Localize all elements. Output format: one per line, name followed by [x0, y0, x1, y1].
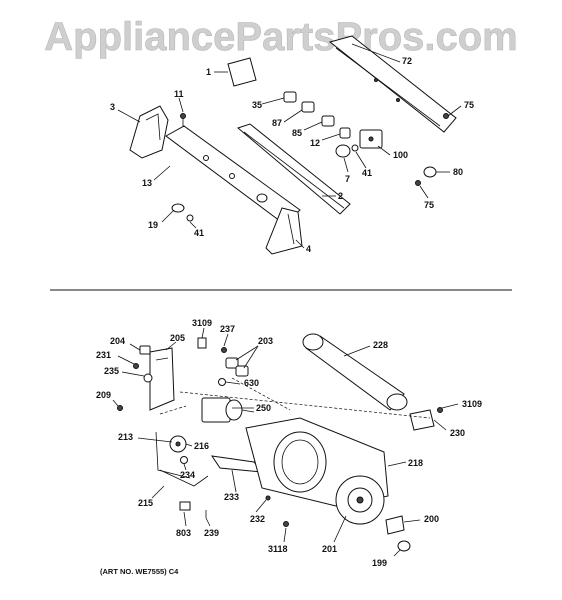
label-7: 7 — [345, 174, 350, 184]
part-213-idler-arm[interactable] — [155, 431, 191, 479]
part-203-thermostats[interactable] — [225, 357, 249, 377]
label-1: 1 — [206, 67, 211, 77]
part-630-connector[interactable] — [218, 378, 226, 386]
label-75-top: 75 — [464, 100, 474, 110]
label-3: 3 — [110, 102, 115, 112]
part-75-screw-top[interactable] — [443, 113, 449, 119]
part-41-clip-top[interactable] — [351, 144, 359, 152]
part-216-pulley[interactable] — [169, 435, 187, 453]
label-13: 13 — [142, 178, 152, 188]
part-100-timer[interactable] — [359, 129, 383, 149]
label-803: 803 — [176, 528, 191, 538]
part-230-bracket[interactable] — [409, 409, 435, 431]
label-41-bottom: 41 — [194, 228, 204, 238]
label-228: 228 — [373, 340, 388, 350]
part-232-screw[interactable] — [265, 495, 271, 501]
part-235-clamp[interactable] — [143, 373, 153, 383]
assembly-dashed-lines — [159, 377, 431, 419]
label-213: 213 — [118, 432, 133, 442]
part-4-end-cap[interactable] — [265, 207, 303, 255]
label-239: 239 — [204, 528, 219, 538]
part-87-switch[interactable] — [301, 101, 315, 113]
label-80: 80 — [453, 167, 463, 177]
part-201-blower-wheel[interactable] — [335, 475, 385, 525]
part-205-bracket[interactable] — [149, 347, 175, 411]
part-13-control-panel[interactable] — [165, 125, 301, 225]
label-205: 205 — [170, 333, 185, 343]
part-3-end-cap[interactable] — [129, 105, 169, 159]
label-203: 203 — [258, 336, 273, 346]
part-231-screw[interactable] — [133, 363, 139, 369]
label-237: 237 — [220, 324, 235, 334]
part-234-nut[interactable] — [180, 456, 188, 464]
label-85: 85 — [292, 128, 302, 138]
part-80-switch[interactable] — [423, 166, 437, 178]
label-233: 233 — [224, 492, 239, 502]
part-1-card[interactable] — [227, 57, 257, 87]
part-3109-screw-right[interactable] — [437, 407, 443, 413]
label-630: 630 — [244, 378, 259, 388]
label-215: 215 — [138, 498, 153, 508]
part-41-clip-bottom[interactable] — [186, 214, 194, 222]
part-35-switch[interactable] — [283, 91, 297, 103]
part-228-duct[interactable] — [302, 333, 408, 411]
part-3109-screw-top[interactable] — [197, 337, 207, 349]
label-12: 12 — [310, 138, 320, 148]
label-250: 250 — [256, 403, 271, 413]
label-209: 209 — [96, 390, 111, 400]
part-215-belt[interactable] — [159, 469, 209, 487]
part-19-indicator[interactable] — [171, 203, 185, 213]
label-201: 201 — [322, 544, 337, 554]
label-3118: 3118 — [268, 544, 288, 554]
label-204: 204 — [110, 336, 125, 346]
part-2-panel-support[interactable] — [236, 123, 351, 215]
part-803-clip[interactable] — [179, 501, 191, 511]
part-85-switch[interactable] — [321, 115, 335, 127]
part-12-switch[interactable] — [339, 127, 351, 139]
art-number: (ART NO. WE7555) C4 — [100, 567, 179, 576]
label-199: 199 — [372, 558, 387, 568]
label-87: 87 — [272, 118, 282, 128]
label-235: 235 — [104, 366, 119, 376]
part-209-screw[interactable] — [117, 405, 123, 411]
label-19: 19 — [148, 220, 158, 230]
label-234: 234 — [180, 470, 195, 480]
label-3109-right: 3109 — [462, 399, 482, 409]
label-72: 72 — [402, 56, 412, 66]
part-75-screw-bottom[interactable] — [415, 180, 421, 186]
label-3109-top: 3109 — [192, 318, 212, 328]
part-7-knob[interactable] — [335, 144, 351, 158]
part-199-bearing[interactable] — [397, 540, 411, 552]
label-218: 218 — [408, 458, 423, 468]
watermark: AppliancePartsPros.com — [44, 15, 518, 59]
label-231: 231 — [96, 350, 111, 360]
label-232: 232 — [250, 514, 265, 524]
label-41-top: 41 — [362, 168, 372, 178]
label-200: 200 — [424, 514, 439, 524]
label-216: 216 — [194, 441, 209, 451]
bottom-leader-lines — [112, 327, 459, 557]
label-35: 35 — [252, 100, 262, 110]
top-leader-lines — [117, 43, 462, 249]
label-2: 2 — [338, 191, 343, 201]
part-204-clip[interactable] — [139, 345, 151, 355]
part-11-screw[interactable] — [180, 113, 186, 127]
label-230: 230 — [450, 428, 465, 438]
part-250-motor[interactable] — [201, 397, 255, 423]
part-237-fastener[interactable] — [221, 347, 227, 353]
label-75-bottom: 75 — [424, 200, 434, 210]
label-4: 4 — [306, 244, 311, 254]
part-3118-screw[interactable] — [283, 521, 289, 527]
part-200-bracket[interactable] — [385, 515, 405, 535]
label-100: 100 — [393, 150, 408, 160]
label-11: 11 — [174, 89, 184, 99]
part-72-rear-panel[interactable] — [328, 35, 457, 133]
